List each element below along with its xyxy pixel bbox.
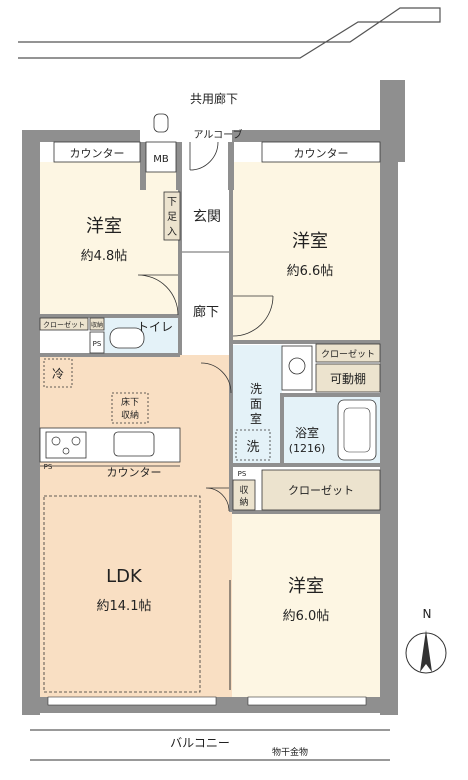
burner-1 — [51, 436, 61, 446]
entrance-label: 玄関 — [193, 208, 221, 225]
ldk-door — [205, 487, 230, 512]
room-nw-size: 約4.8帖 — [81, 249, 128, 264]
window-se — [247, 696, 367, 706]
storage-small — [89, 317, 105, 331]
ps-small-1-label: PS — [44, 463, 53, 471]
ldk-size: 約14.1帖 — [97, 599, 152, 614]
bath-name: 浴室 — [295, 425, 319, 440]
outer-wall-top-left — [22, 130, 140, 142]
room-ne-door — [232, 295, 274, 337]
movable-shelf — [315, 363, 381, 393]
room-ne-name: 洋室 — [292, 231, 328, 252]
wall-room-nw-bottom — [40, 314, 180, 318]
room-se-floor — [232, 512, 380, 697]
shoe-storage — [163, 191, 181, 241]
room-ne-size: 約6.6帖 — [287, 264, 334, 279]
wall-room-ne-bottom — [232, 340, 380, 344]
wall-entrance-right — [228, 142, 234, 190]
underfloor-storage-1: 床下 — [121, 396, 139, 408]
wall-wash-bottom — [232, 463, 380, 467]
outer-wall-right-top — [380, 80, 405, 162]
outer-wall-top-right — [232, 130, 398, 142]
washbasin — [281, 345, 313, 391]
mb-door-lock — [153, 113, 169, 133]
balcony-label: バルコニー — [170, 736, 230, 750]
ps-small-2-label: PS — [238, 470, 247, 478]
outer-wall-left — [22, 130, 40, 715]
alcove-label: アルコーブ — [193, 128, 242, 141]
storage-mid-2: 納 — [239, 496, 248, 508]
ps-label: PS — [93, 340, 102, 348]
washroom-1: 洗 — [250, 382, 262, 396]
shoe-storage-1: 下 — [167, 197, 177, 208]
counter-top-left-label: カウンター — [70, 147, 125, 160]
room-nw-door — [137, 274, 179, 316]
bathtub — [337, 399, 377, 461]
wall-wash-bath — [280, 395, 284, 465]
burner-3 — [62, 447, 70, 455]
mb-label: MB — [153, 154, 169, 165]
shoe-storage-3: 入 — [167, 227, 177, 238]
hallway-label: 廊下 — [193, 304, 219, 320]
room-nw-floor — [40, 162, 180, 317]
toilet-bowl — [109, 327, 145, 349]
storage-mid — [232, 479, 256, 511]
ps-box — [89, 331, 105, 354]
underfloor-storage — [111, 392, 149, 424]
washer-space — [235, 429, 271, 461]
outer-wall-right — [380, 162, 398, 715]
common-corridor-label: 共用廊下 — [190, 91, 238, 106]
closet-small-left-label: クローゼット — [43, 320, 85, 329]
washer-label: 洗 — [246, 440, 259, 455]
kitchen-sink — [113, 431, 155, 457]
wall-mb-right — [176, 142, 182, 190]
movable-shelf-label: 可動棚 — [330, 371, 366, 386]
counter-top-right-label: カウンター — [294, 147, 349, 160]
fridge-space — [43, 358, 73, 388]
washroom-3: 室 — [250, 411, 262, 426]
counter-top-left — [53, 141, 141, 163]
window-ldk — [47, 696, 217, 706]
closet-mid-right — [315, 343, 381, 363]
burner-2 — [71, 436, 81, 446]
counter-top-right — [261, 141, 381, 163]
washbasin-bowl — [288, 357, 306, 375]
storage-small-label: 収納 — [91, 321, 103, 329]
wall-room-se-top — [232, 510, 380, 514]
closet-large-label: クローゼット — [288, 484, 354, 497]
closet-large — [261, 469, 381, 511]
north-arrow-icon — [420, 630, 432, 672]
closet-small-left — [39, 317, 89, 331]
wall-bath-top — [280, 393, 380, 397]
wall-hall-left — [178, 190, 182, 355]
washroom-door — [200, 362, 232, 394]
bath-size: (1216) — [289, 442, 326, 455]
wall-hall-right — [229, 190, 233, 512]
wall-mb-left — [140, 142, 146, 190]
underfloor-storage-2: 収納 — [121, 409, 139, 421]
corridor-outline — [18, 7, 441, 59]
ldk-dining-area — [43, 495, 201, 693]
wall-toilet-bottom — [40, 353, 180, 357]
kitchen-counter-label: カウンター — [107, 466, 162, 479]
hallway-floor — [180, 190, 232, 355]
room-ne-floor — [232, 162, 380, 342]
fridge-label: 冷 — [52, 367, 64, 381]
entrance-door — [189, 141, 219, 171]
laundry-pole-label: 物干金物 — [272, 746, 308, 758]
toilet-label: トイレ — [137, 320, 173, 334]
ldk-name: LDK — [106, 566, 143, 587]
room-se-name: 洋室 — [288, 576, 324, 597]
mb-box — [145, 141, 177, 173]
bathtub-inner — [343, 407, 371, 453]
shoe-storage-2: 足 — [167, 211, 177, 223]
closet-mid-right-label: クローゼット — [321, 348, 375, 360]
room-se-size: 約6.0帖 — [283, 609, 330, 624]
storage-mid-1: 収 — [239, 484, 248, 496]
north-label: N — [423, 607, 432, 621]
washroom-2: 面 — [250, 397, 262, 411]
room-nw-name: 洋室 — [86, 216, 122, 237]
washroom-floor — [232, 345, 282, 465]
